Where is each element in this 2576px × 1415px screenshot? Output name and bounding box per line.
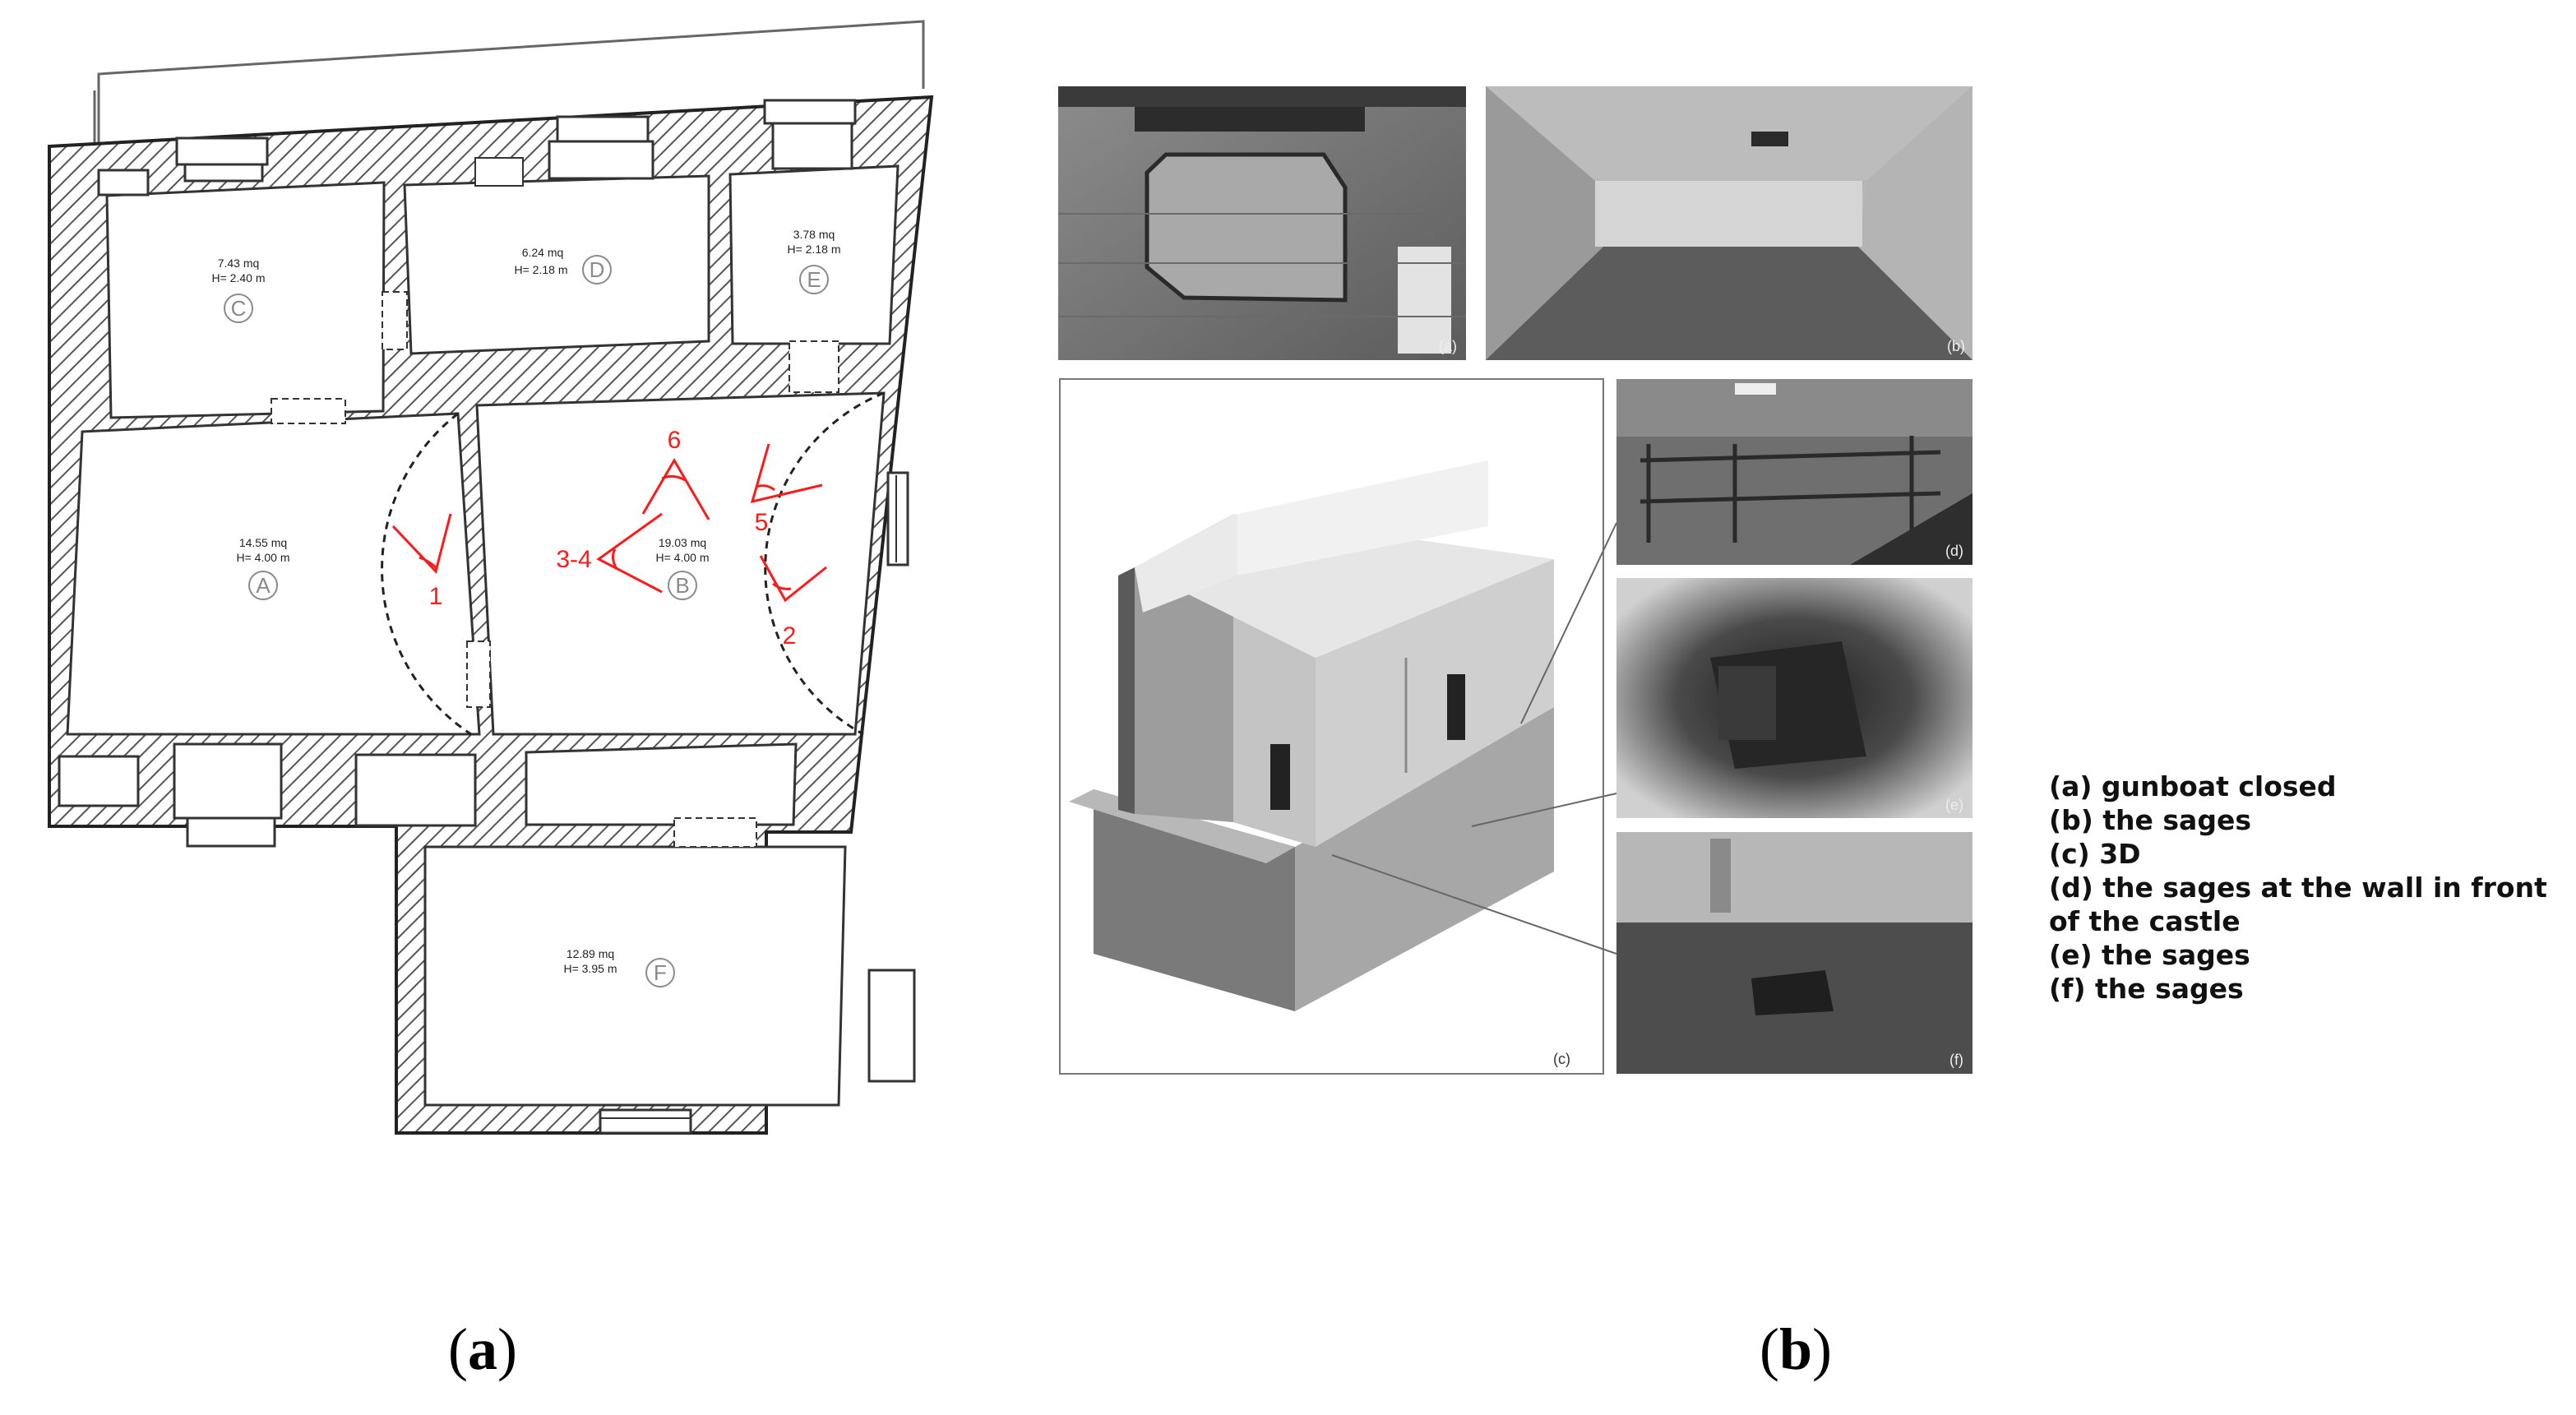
- viewpoint-5-cone: [750, 443, 823, 504]
- room-c-marker: [224, 294, 253, 323]
- room-c: [105, 181, 386, 419]
- photo-b: [1486, 86, 1972, 360]
- room-c-height: H= 2.40 m: [212, 271, 266, 284]
- photo-c-3d: [1059, 378, 1604, 1075]
- photo-tag-f: (f): [1949, 1052, 1963, 1068]
- room-b-marker: [668, 571, 697, 600]
- viewpoint-3-4-label: 3-4: [556, 546, 591, 573]
- photo-collage: (a) (b) (c) (d) (e) (f): [1058, 86, 1972, 1075]
- room-f-area: 12.89 mq: [567, 947, 614, 960]
- door-arc-b: [764, 391, 885, 736]
- leader-d: [1520, 522, 1617, 724]
- room-e-height: H= 2.18 m: [788, 243, 841, 256]
- photo-tag-c: (c): [1553, 1051, 1570, 1067]
- room-a-height: H= 4.00 m: [237, 551, 290, 564]
- panel-label-a-letter: a: [467, 1316, 497, 1382]
- room-b-area: 19.03 mq: [659, 536, 706, 549]
- room-c-letter: C: [231, 296, 247, 321]
- legend-item-f: (f) the sages: [2049, 973, 2244, 1005]
- photo-f: [1616, 832, 1972, 1074]
- photo-tag-b: (b): [1947, 338, 1965, 354]
- viewpoint-2-label: 2: [783, 622, 797, 650]
- room-a-letter: A: [256, 573, 271, 598]
- room-b-height: H= 4.00 m: [656, 551, 710, 564]
- neighbor-outline: [97, 20, 925, 144]
- room-a-area: 14.55 mq: [239, 536, 287, 549]
- room-f-height: H= 3.95 m: [564, 962, 617, 975]
- room-f-letter: F: [654, 960, 667, 985]
- panel-label-a: (a): [448, 1316, 517, 1382]
- legend-item-d: (d) the sages at the wall in front of th…: [2049, 872, 2547, 937]
- viewpoint-6-label: 6: [668, 427, 682, 454]
- photo-e: [1616, 578, 1972, 818]
- legend-item-a: (a) gunboat closed: [2049, 770, 2337, 802]
- viewpoint-1-label: 1: [429, 583, 443, 610]
- room-d-marker: [582, 255, 612, 284]
- photo-a: [1058, 86, 1466, 360]
- panel-label-b-letter: b: [1778, 1316, 1813, 1382]
- leader-e: [1471, 793, 1617, 827]
- viewpoint-6-cone: [641, 458, 710, 520]
- photo-legend: (a) gunboat closed (b) the sages (c) 3D …: [2049, 770, 2575, 1006]
- viewpoint-2-cone: [759, 555, 827, 603]
- viewpoint-5-label: 5: [755, 509, 769, 536]
- room-d-height: H= 2.18 m: [515, 263, 568, 276]
- room-e-letter: E: [807, 267, 821, 292]
- room-a: [66, 412, 481, 736]
- photo-tag-a: (a): [1439, 338, 1457, 354]
- photo-d: [1616, 379, 1972, 565]
- legend-item-c: (c) 3D: [2049, 838, 2141, 870]
- viewpoint-1-cone: [391, 513, 452, 575]
- room-f-marker: [645, 958, 675, 987]
- floor-plan: 7.43 mq H= 2.40 m 6.24 mq H= 2.18 m 3.78…: [48, 20, 934, 1135]
- viewpoint-3-4-cone: [596, 512, 663, 594]
- photo-tag-d: (d): [1945, 543, 1963, 559]
- door-arc-a: [381, 412, 472, 736]
- legend-item-e: (e) the sages: [2049, 939, 2250, 971]
- room-f: [423, 845, 847, 1107]
- room-c-area: 7.43 mq: [218, 257, 260, 270]
- leader-f: [1331, 854, 1617, 955]
- room-e-marker: [799, 265, 829, 294]
- room-d-letter: D: [590, 257, 605, 282]
- room-a-marker: [248, 571, 278, 600]
- panel-label-b: (b): [1760, 1316, 1833, 1382]
- room-d-area: 6.24 mq: [522, 246, 564, 259]
- photo-tag-e: (e): [1945, 797, 1963, 813]
- legend-item-b: (b) the sages: [2049, 804, 2251, 836]
- room-b-letter: B: [675, 573, 689, 598]
- room-e-area: 3.78 mq: [793, 228, 835, 241]
- room-corridor: [525, 742, 798, 826]
